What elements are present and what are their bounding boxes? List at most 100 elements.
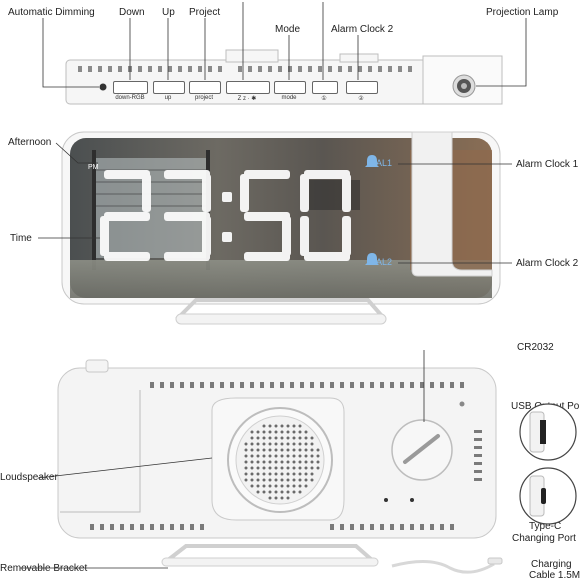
speaker-hole (304, 484, 308, 488)
mode-button-label: mode (281, 95, 297, 101)
speaker-hole (244, 460, 248, 464)
alarm2-button-label: ② (358, 96, 364, 102)
speaker-hole (280, 454, 284, 458)
speaker-hole (286, 466, 290, 470)
speaker-hole (304, 472, 308, 476)
back-view-drawing (20, 350, 577, 574)
snooze-light-button[interactable] (226, 81, 270, 94)
alarm1-bell-icon (365, 155, 379, 167)
speaker-hole (286, 496, 290, 500)
speaker-hole (304, 466, 308, 470)
speaker-hole (280, 448, 284, 452)
speaker-hole (262, 442, 266, 446)
speaker-hole (292, 460, 296, 464)
speaker-hole (286, 490, 290, 494)
speaker-hole (256, 430, 260, 434)
speaker-hole (274, 424, 278, 428)
speaker-hole (310, 448, 314, 452)
speaker-hole (244, 442, 248, 446)
mode-button[interactable] (274, 81, 306, 94)
speaker-hole (292, 472, 296, 476)
speaker-hole (310, 460, 314, 464)
speaker-hole (256, 472, 260, 476)
speaker-hole (256, 490, 260, 494)
speaker-hole (274, 436, 278, 440)
label-projection-lamp: Projection Lamp (486, 7, 559, 18)
up-button[interactable] (153, 81, 185, 94)
speaker-hole (274, 484, 278, 488)
speaker-hole (298, 472, 302, 476)
speaker-hole (256, 460, 260, 464)
speaker-hole (280, 442, 284, 446)
speaker-hole (250, 448, 254, 452)
speaker-hole (280, 424, 284, 428)
speaker-hole (250, 484, 254, 488)
label-automatic-dimming: Automatic Dimming (8, 7, 95, 18)
label-mode: Mode (275, 24, 301, 35)
speaker-hole (298, 436, 302, 440)
speaker-hole (250, 430, 254, 434)
speaker-hole (250, 454, 254, 458)
alarm2-bell-icon (365, 253, 379, 265)
speaker-hole (274, 460, 278, 464)
label-charging-line2: Cable 1.5M (529, 570, 580, 581)
speaker-hole (280, 460, 284, 464)
speaker-hole (268, 496, 272, 500)
label-down: Down (119, 7, 145, 18)
speaker-hole (268, 460, 272, 464)
speaker-hole (304, 460, 308, 464)
speaker-hole (298, 424, 302, 428)
speaker-hole (268, 430, 272, 434)
speaker-hole (268, 466, 272, 470)
label-afternoon: Afternoon (8, 137, 52, 148)
speaker-hole (274, 466, 278, 470)
project-button[interactable] (189, 81, 221, 94)
speaker-hole (286, 436, 290, 440)
speaker-hole (304, 478, 308, 482)
mirror-display-drawing (38, 131, 512, 325)
speaker-hole (274, 454, 278, 458)
speaker-hole (274, 490, 278, 494)
speaker-hole (280, 490, 284, 494)
speaker-hole (292, 430, 296, 434)
speaker-hole (262, 448, 266, 452)
speaker-hole (286, 454, 290, 458)
speaker-hole (286, 484, 290, 488)
speaker-hole (304, 454, 308, 458)
speaker-hole (250, 442, 254, 446)
speaker-hole (274, 448, 278, 452)
speaker-hole (316, 448, 320, 452)
down-button[interactable] (113, 81, 148, 94)
speaker-hole (286, 430, 290, 434)
speaker-hole (286, 478, 290, 482)
speaker-hole (256, 448, 260, 452)
alarm2-button[interactable] (346, 81, 378, 94)
speaker-hole (298, 484, 302, 488)
speaker-hole (316, 460, 320, 464)
label-type-c-line2: Changing Port (512, 533, 576, 544)
speaker-hole (280, 472, 284, 476)
label-project: Project (189, 7, 221, 18)
speaker-hole (310, 472, 314, 476)
up-button-label: up (164, 95, 172, 101)
speaker-hole (298, 478, 302, 482)
speaker-hole (280, 484, 284, 488)
speaker-hole (268, 442, 272, 446)
speaker-hole (298, 430, 302, 434)
speaker-hole (268, 436, 272, 440)
snooze-light-button-label: Z z · ✱ (237, 96, 257, 102)
al2-indicator: AL2 (376, 257, 393, 267)
speaker-hole (286, 472, 290, 476)
label-alarm-clock-2-front: Alarm Clock 2 (516, 258, 579, 269)
speaker-hole (262, 466, 266, 470)
speaker-hole (286, 442, 290, 446)
speaker-hole (310, 436, 314, 440)
speaker-hole (256, 436, 260, 440)
alarm1-button[interactable] (312, 81, 338, 94)
label-charging-line1: Charging (531, 559, 572, 570)
speaker-hole (304, 436, 308, 440)
speaker-hole (298, 448, 302, 452)
speaker-hole (286, 424, 290, 428)
alarm1-button-label: ① (321, 96, 327, 102)
speaker-hole (310, 454, 314, 458)
